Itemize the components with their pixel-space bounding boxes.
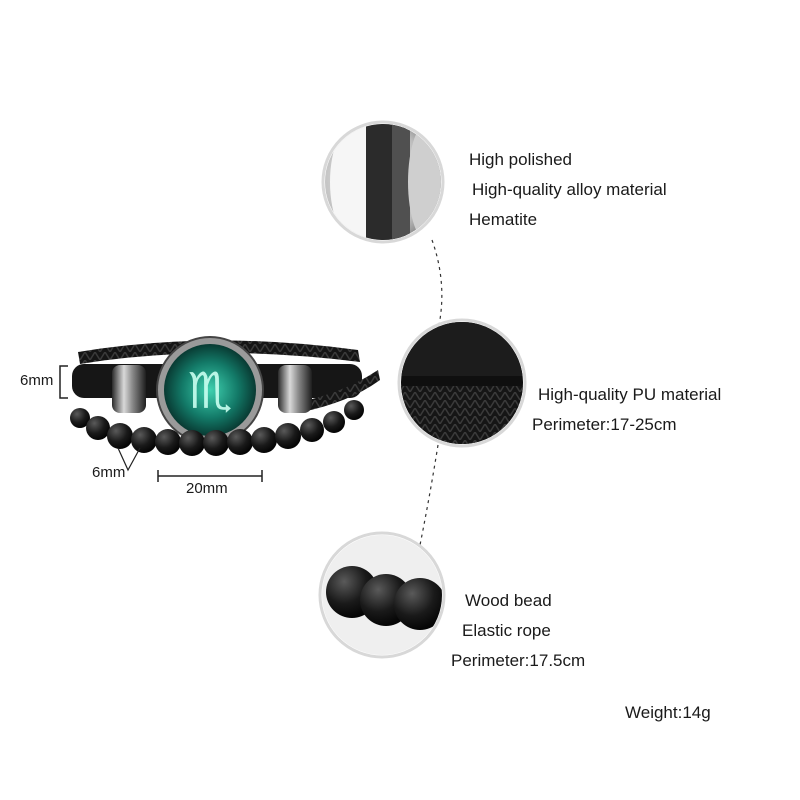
- metal-ring-left: [112, 365, 146, 413]
- metal-ring-right: [278, 365, 312, 413]
- beads-line-1: Wood bead: [465, 591, 552, 610]
- charm-glass: [164, 344, 256, 436]
- dashed-connector: [419, 239, 443, 546]
- alloy-feature-text: High polished High-quality alloy materia…: [469, 145, 667, 235]
- scorpio-icon: ♏: [188, 362, 233, 420]
- beads-feature-text: Wood bead Elastic rope Perimeter:17.5cm: [451, 586, 585, 676]
- strap-height-bracket: [59, 365, 68, 399]
- bead-size-label: 6mm: [92, 464, 126, 481]
- bead-size-marker: [117, 447, 141, 472]
- zoom-bubble-alloy: [321, 120, 445, 244]
- charm-width-label: 20mm: [186, 480, 228, 497]
- charm-width-marker: [157, 470, 263, 482]
- weight-label: Weight:14g: [625, 703, 711, 722]
- leather-feature-text: High-quality PU material Perimeter:17-25…: [532, 380, 721, 440]
- zoom-bubble-leather: [397, 318, 527, 448]
- braided-strap-right: [300, 370, 380, 412]
- zoom-bubble-beads: [318, 531, 446, 659]
- strap-height-label: 6mm: [20, 372, 54, 389]
- alloy-line-1: High polished: [469, 150, 573, 169]
- wood-bead-strand: [70, 400, 364, 456]
- beads-line-3: Perimeter:17.5cm: [451, 651, 586, 670]
- alloy-line-3: Hematite: [469, 210, 538, 229]
- beads-line-2: Elastic rope: [462, 621, 551, 640]
- leather-line-2: Perimeter:17-25cm: [532, 415, 677, 434]
- alloy-line-2: High-quality alloy material: [472, 180, 667, 199]
- leather-line-1: High-quality PU material: [538, 385, 722, 404]
